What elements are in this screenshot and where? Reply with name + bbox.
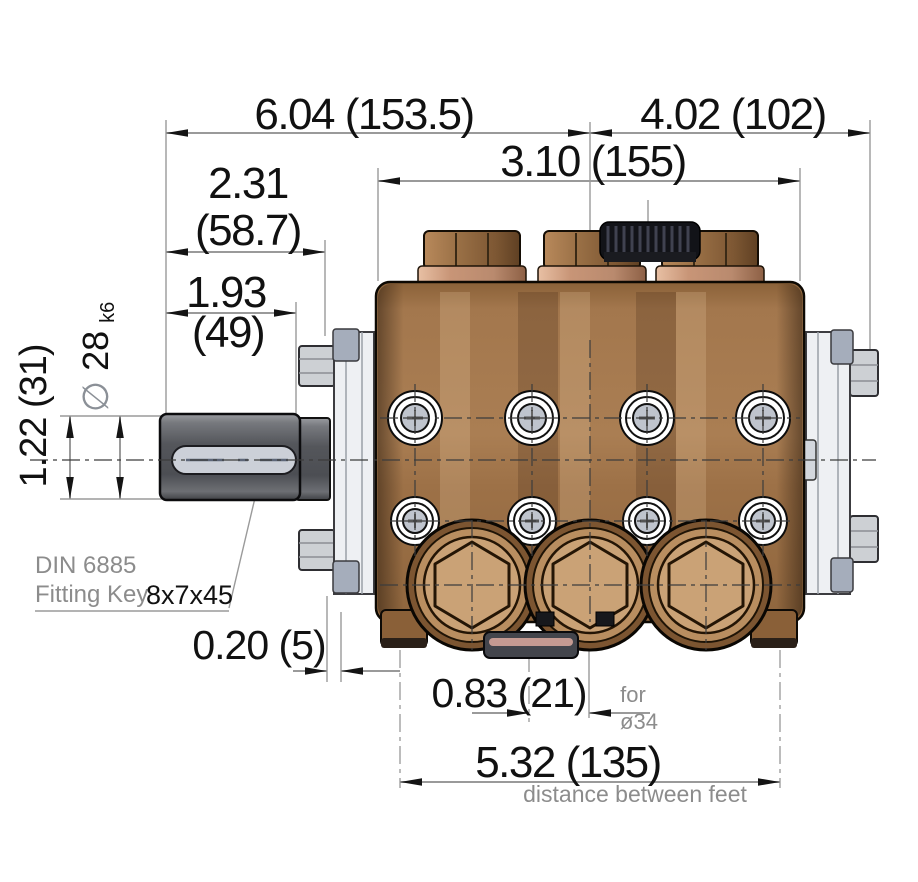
hex-bolt bbox=[298, 529, 336, 571]
pressure-adjust-knob bbox=[599, 221, 701, 262]
hex-bolt bbox=[849, 349, 879, 397]
bearing-flange-left bbox=[298, 328, 375, 595]
key-standard-label: DIN 6885 bbox=[35, 552, 136, 579]
dim-shaft-to-flange-mm-label: (58.7) bbox=[195, 206, 301, 255]
plunger-bore bbox=[639, 518, 773, 652]
head-plugs bbox=[417, 230, 765, 287]
drain-plug bbox=[483, 611, 615, 659]
flange-cap bbox=[830, 329, 854, 365]
knob-knurling bbox=[606, 226, 690, 256]
diameter-value: 28 bbox=[75, 331, 116, 371]
centerlines bbox=[30, 340, 876, 650]
flange-cap bbox=[830, 557, 854, 593]
diameter-symbol: ∅ bbox=[75, 381, 116, 412]
dim-right-section-label: 4.02 (102) bbox=[640, 90, 826, 139]
drive-shaft bbox=[158, 412, 331, 502]
clamp-diameter-label: ø34 bbox=[620, 709, 658, 734]
dim-key-length-in-label: 1.93 bbox=[186, 268, 266, 317]
hex-bolt bbox=[298, 345, 336, 387]
head-plug bbox=[417, 230, 527, 287]
clamp-for-label: for bbox=[620, 682, 646, 707]
dim-flange-gap-label: 0.20 (5) bbox=[192, 622, 325, 668]
key-size-label: 8x7x45 bbox=[146, 580, 233, 610]
feet-note-label: distance between feet bbox=[523, 781, 747, 807]
flange-cap bbox=[332, 560, 360, 594]
dim-shaft-to-flange-in-label: 2.31 bbox=[208, 159, 288, 208]
diameter-tolerance: k6 bbox=[97, 302, 119, 323]
bearing-flange-right bbox=[799, 329, 879, 595]
dim-feet-spacing-label: 5.32 (135) bbox=[475, 738, 661, 787]
flange-cap bbox=[332, 328, 360, 362]
dim-drain-offset-label: 0.83 (21) bbox=[431, 670, 586, 716]
dim-key-length-mm-label: (49) bbox=[192, 308, 264, 357]
fitting-key-label: Fitting Key bbox=[35, 581, 148, 608]
dim-shaft-diameter-label: ∅ 28 k6 bbox=[75, 302, 119, 413]
labels: 6.04 (153.5) 4.02 (102) 3.10 (155) 2.31 … bbox=[13, 90, 827, 807]
pump-assembly bbox=[158, 221, 879, 659]
dim-body-width-label: 3.10 (155) bbox=[500, 137, 686, 186]
flange-plate bbox=[333, 331, 375, 595]
dim-overall-length-label: 6.04 (153.5) bbox=[254, 90, 473, 139]
hex-bolt bbox=[849, 515, 879, 563]
dim-shaft-height-label: 1.22 (31) bbox=[13, 344, 55, 487]
dimension-lines bbox=[35, 120, 871, 788]
